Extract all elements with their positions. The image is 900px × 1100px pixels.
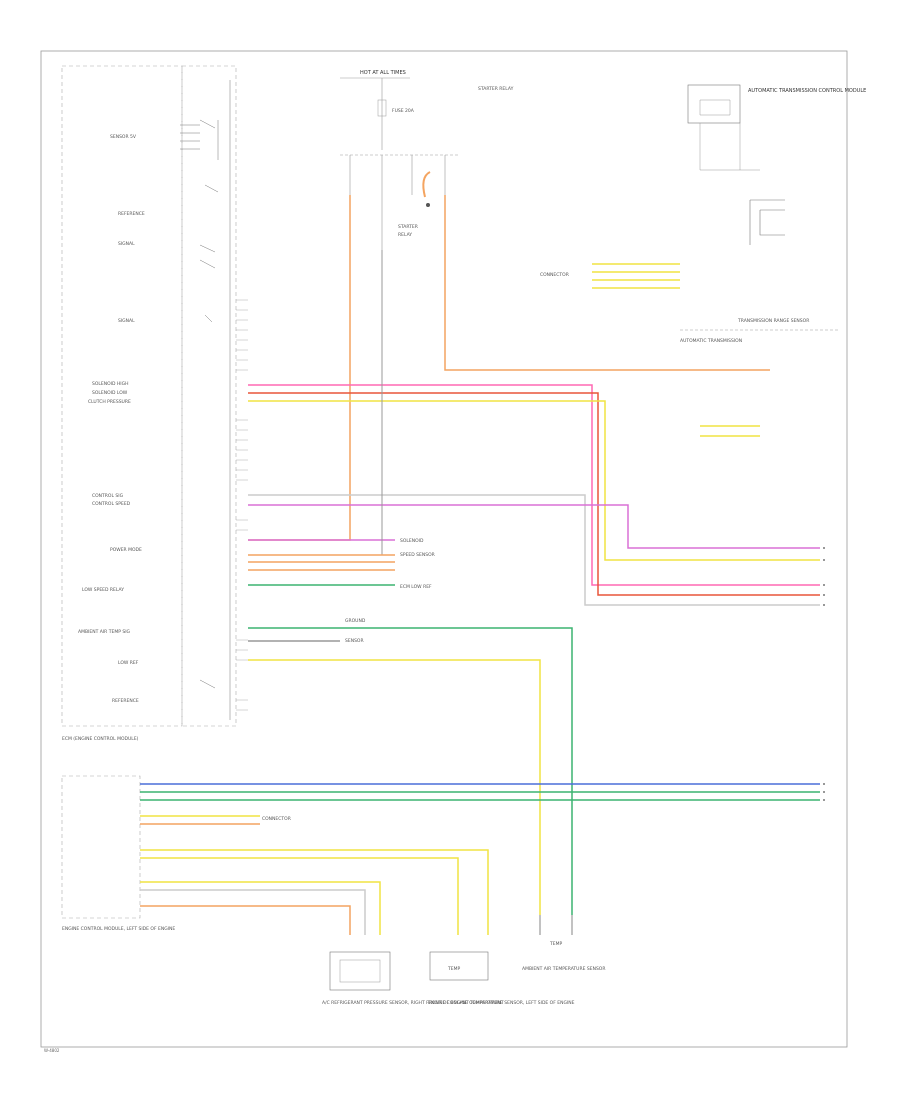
right-terminators bbox=[823, 547, 825, 801]
svg-text:CONNECTOR: CONNECTOR bbox=[262, 816, 291, 822]
svg-text:SENSOR 5V: SENSOR 5V bbox=[110, 134, 137, 140]
svg-text:REFERENCE: REFERENCE bbox=[118, 211, 145, 217]
sensor1-label: A/C REFRIGERANT PRESSURE SENSOR, RIGHT F… bbox=[322, 1000, 504, 1006]
sensor3-label: AMBIENT AIR TEMPERATURE SENSOR bbox=[522, 966, 605, 972]
svg-text:CONTROL SIG: CONTROL SIG bbox=[92, 493, 124, 499]
svg-text:REFERENCE: REFERENCE bbox=[112, 698, 139, 704]
svg-text:CONTROL SPEED: CONTROL SPEED bbox=[92, 501, 131, 507]
svg-text:SOLENOID LOW: SOLENOID LOW bbox=[92, 390, 128, 396]
svg-text:SIGNAL: SIGNAL bbox=[118, 318, 135, 324]
page-code: W-4802 bbox=[44, 1048, 60, 1053]
ecm-bottom-title: ENGINE CONTROL MODULE, LEFT SIDE OF ENGI… bbox=[62, 926, 175, 932]
sensor-ac-pressure: A/C REFRIGERANT PRESSURE SENSOR, RIGHT F… bbox=[322, 951, 504, 1006]
fuse-name: FUSE 20A bbox=[392, 108, 415, 114]
sensor-ambient: TEMP AMBIENT AIR TEMPERATURE SENSOR bbox=[522, 915, 605, 972]
lower-wires bbox=[140, 783, 820, 935]
svg-text:TEMP: TEMP bbox=[549, 941, 562, 947]
svg-text:AMBIENT AIR TEMP SIG: AMBIENT AIR TEMP SIG bbox=[78, 629, 131, 635]
svg-text:STARTER: STARTER bbox=[398, 224, 418, 230]
svg-text:SIGNAL: SIGNAL bbox=[118, 241, 135, 247]
svg-text:RELAY: RELAY bbox=[398, 232, 412, 238]
svg-text:SOLENOID HIGH: SOLENOID HIGH bbox=[92, 381, 128, 387]
svg-text:SENSOR: SENSOR bbox=[345, 638, 364, 644]
mid-right-connectors: CONNECTOR TRANSMISSION RANGE SENSOR AUTO… bbox=[540, 263, 840, 437]
svg-text:LOW SPEED RELAY: LOW SPEED RELAY bbox=[82, 587, 124, 593]
fuse-label: HOT AT ALL TIMES bbox=[360, 70, 406, 76]
trans-range-label: TRANSMISSION RANGE SENSOR bbox=[737, 318, 809, 324]
power-feed: HOT AT ALL TIMES FUSE 20A STARTER RELAY bbox=[340, 70, 514, 156]
relay-coil-icon bbox=[422, 171, 431, 198]
svg-text:POWER MODE: POWER MODE bbox=[110, 547, 142, 553]
svg-text:GROUND: GROUND bbox=[345, 618, 366, 624]
svg-text:TEMP: TEMP bbox=[447, 966, 460, 972]
ecm-module-box: SENSOR 5V REFERENCE SIGNAL SIGNAL SOLENO… bbox=[61, 65, 237, 742]
svg-text:CONNECTOR: CONNECTOR bbox=[540, 272, 569, 278]
tcm-title: AUTOMATIC TRANSMISSION CONTROL MODULE bbox=[748, 88, 866, 94]
svg-text:CLUTCH PRESSURE: CLUTCH PRESSURE bbox=[88, 399, 131, 405]
ecm-lower-box: ENGINE CONTROL MODULE, LEFT SIDE OF ENGI… bbox=[61, 775, 175, 932]
tcm-box: AUTOMATIC TRANSMISSION CONTROL MODULE bbox=[687, 84, 866, 245]
sensor-coolant-temp: TEMP ENGINE COOLANT TEMPERATURE SENSOR, … bbox=[428, 951, 575, 1006]
svg-text:ECM LOW REF: ECM LOW REF bbox=[400, 584, 432, 590]
svg-text:SPEED SENSOR: SPEED SENSOR bbox=[400, 552, 435, 558]
svg-text:SOLENOID: SOLENOID bbox=[400, 538, 424, 544]
module-pin-column bbox=[236, 299, 248, 711]
trans-label: AUTOMATIC TRANSMISSION bbox=[680, 338, 742, 344]
svg-text:LOW REF: LOW REF bbox=[118, 660, 139, 666]
relay-note: STARTER RELAY bbox=[478, 86, 514, 92]
wire-bundle bbox=[248, 195, 820, 915]
sensor2-label: ENGINE COOLANT TEMPERATURE SENSOR, LEFT … bbox=[428, 1000, 575, 1006]
module-title: ECM (ENGINE CONTROL MODULE) bbox=[62, 736, 139, 742]
diagram-frame bbox=[40, 50, 848, 1048]
